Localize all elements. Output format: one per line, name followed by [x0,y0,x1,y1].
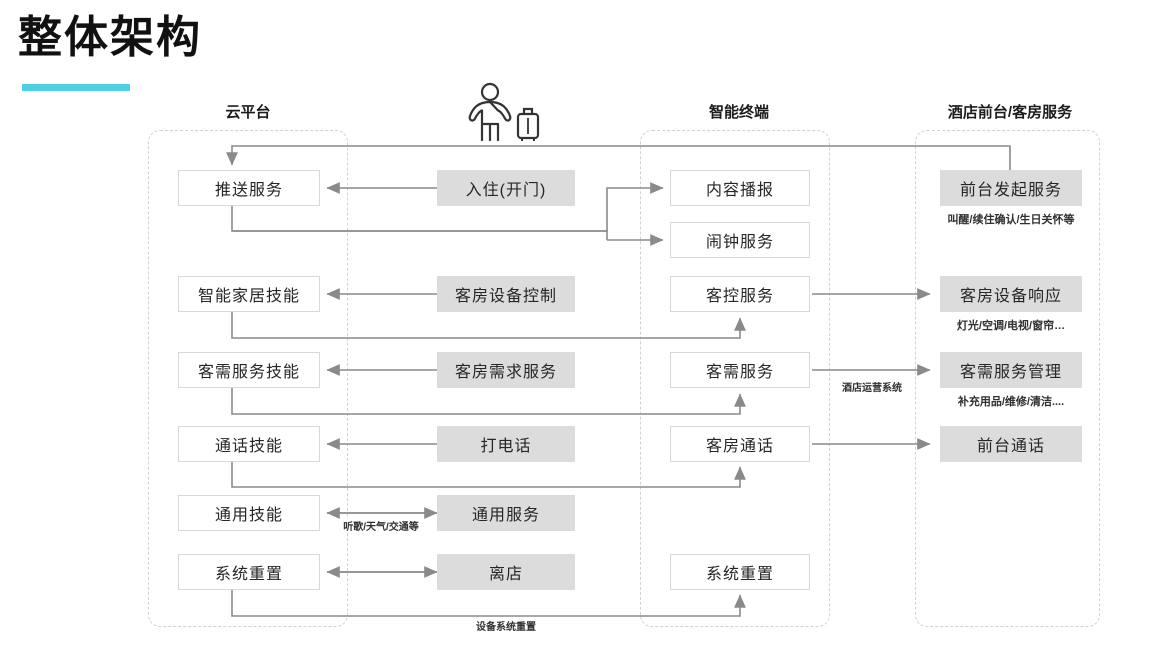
node-guest-checkout[interactable]: 离店 [437,554,575,590]
caption-front-desk-initiated-service: 叫醒/续住确认/生日关怀等 [947,214,1075,226]
caption-guest-service-management: 补充用品/维修/清洁.... [957,396,1065,408]
node-guest-room-request-service[interactable]: 客房需求服务 [437,352,575,388]
lane-terminal [640,130,830,627]
node-cloud-guest-service-skill[interactable]: 客需服务技能 [178,352,320,388]
node-cloud-smart-home-skill[interactable]: 智能家居技能 [178,276,320,312]
node-guest-general-service[interactable]: 通用服务 [437,495,575,531]
node-cloud-system-reset[interactable]: 系统重置 [178,554,320,590]
edge-label-hotel-operation-system: 酒店运营系统 [840,379,904,394]
page-title: 整体架构 [18,13,202,62]
node-terminal-guest-request-service[interactable]: 客需服务 [670,352,810,388]
edge-label-general-services: 听歌/天气/交通等 [341,518,421,533]
lane-hotel [915,130,1100,627]
node-terminal-content-broadcast[interactable]: 内容播报 [670,170,810,206]
node-cloud-general-skill[interactable]: 通用技能 [178,495,320,531]
node-terminal-system-reset[interactable]: 系统重置 [670,554,810,590]
edge-label-device-system-reset: 设备系统重置 [474,618,538,633]
column-header-terminal: 智能终端 [708,104,770,121]
node-terminal-alarm-service[interactable]: 闹钟服务 [670,222,810,258]
node-hotel-front-desk-initiated-service[interactable]: 前台发起服务 [940,170,1082,206]
node-hotel-front-desk-call[interactable]: 前台通话 [940,426,1082,462]
node-guest-room-device-control[interactable]: 客房设备控制 [437,276,575,312]
column-header-cloud: 云平台 [225,104,271,121]
person-with-luggage-icon [462,82,544,144]
column-header-hotel: 酒店前台/客房服务 [947,104,1073,121]
node-terminal-room-control-service[interactable]: 客控服务 [670,276,810,312]
title-underline-accent [22,84,130,91]
node-terminal-room-call[interactable]: 客房通话 [670,426,810,462]
lane-cloud [148,130,348,627]
node-hotel-room-device-response[interactable]: 客房设备响应 [940,276,1082,312]
node-cloud-call-skill[interactable]: 通话技能 [178,426,320,462]
node-guest-make-phone-call[interactable]: 打电话 [437,426,575,462]
node-guest-checkin-open-door[interactable]: 入住(开门) [437,170,575,206]
node-cloud-push-service[interactable]: 推送服务 [178,170,320,206]
caption-room-device-response: 灯光/空调/电视/窗帘… [956,320,1066,332]
node-hotel-guest-service-management[interactable]: 客需服务管理 [940,352,1082,388]
